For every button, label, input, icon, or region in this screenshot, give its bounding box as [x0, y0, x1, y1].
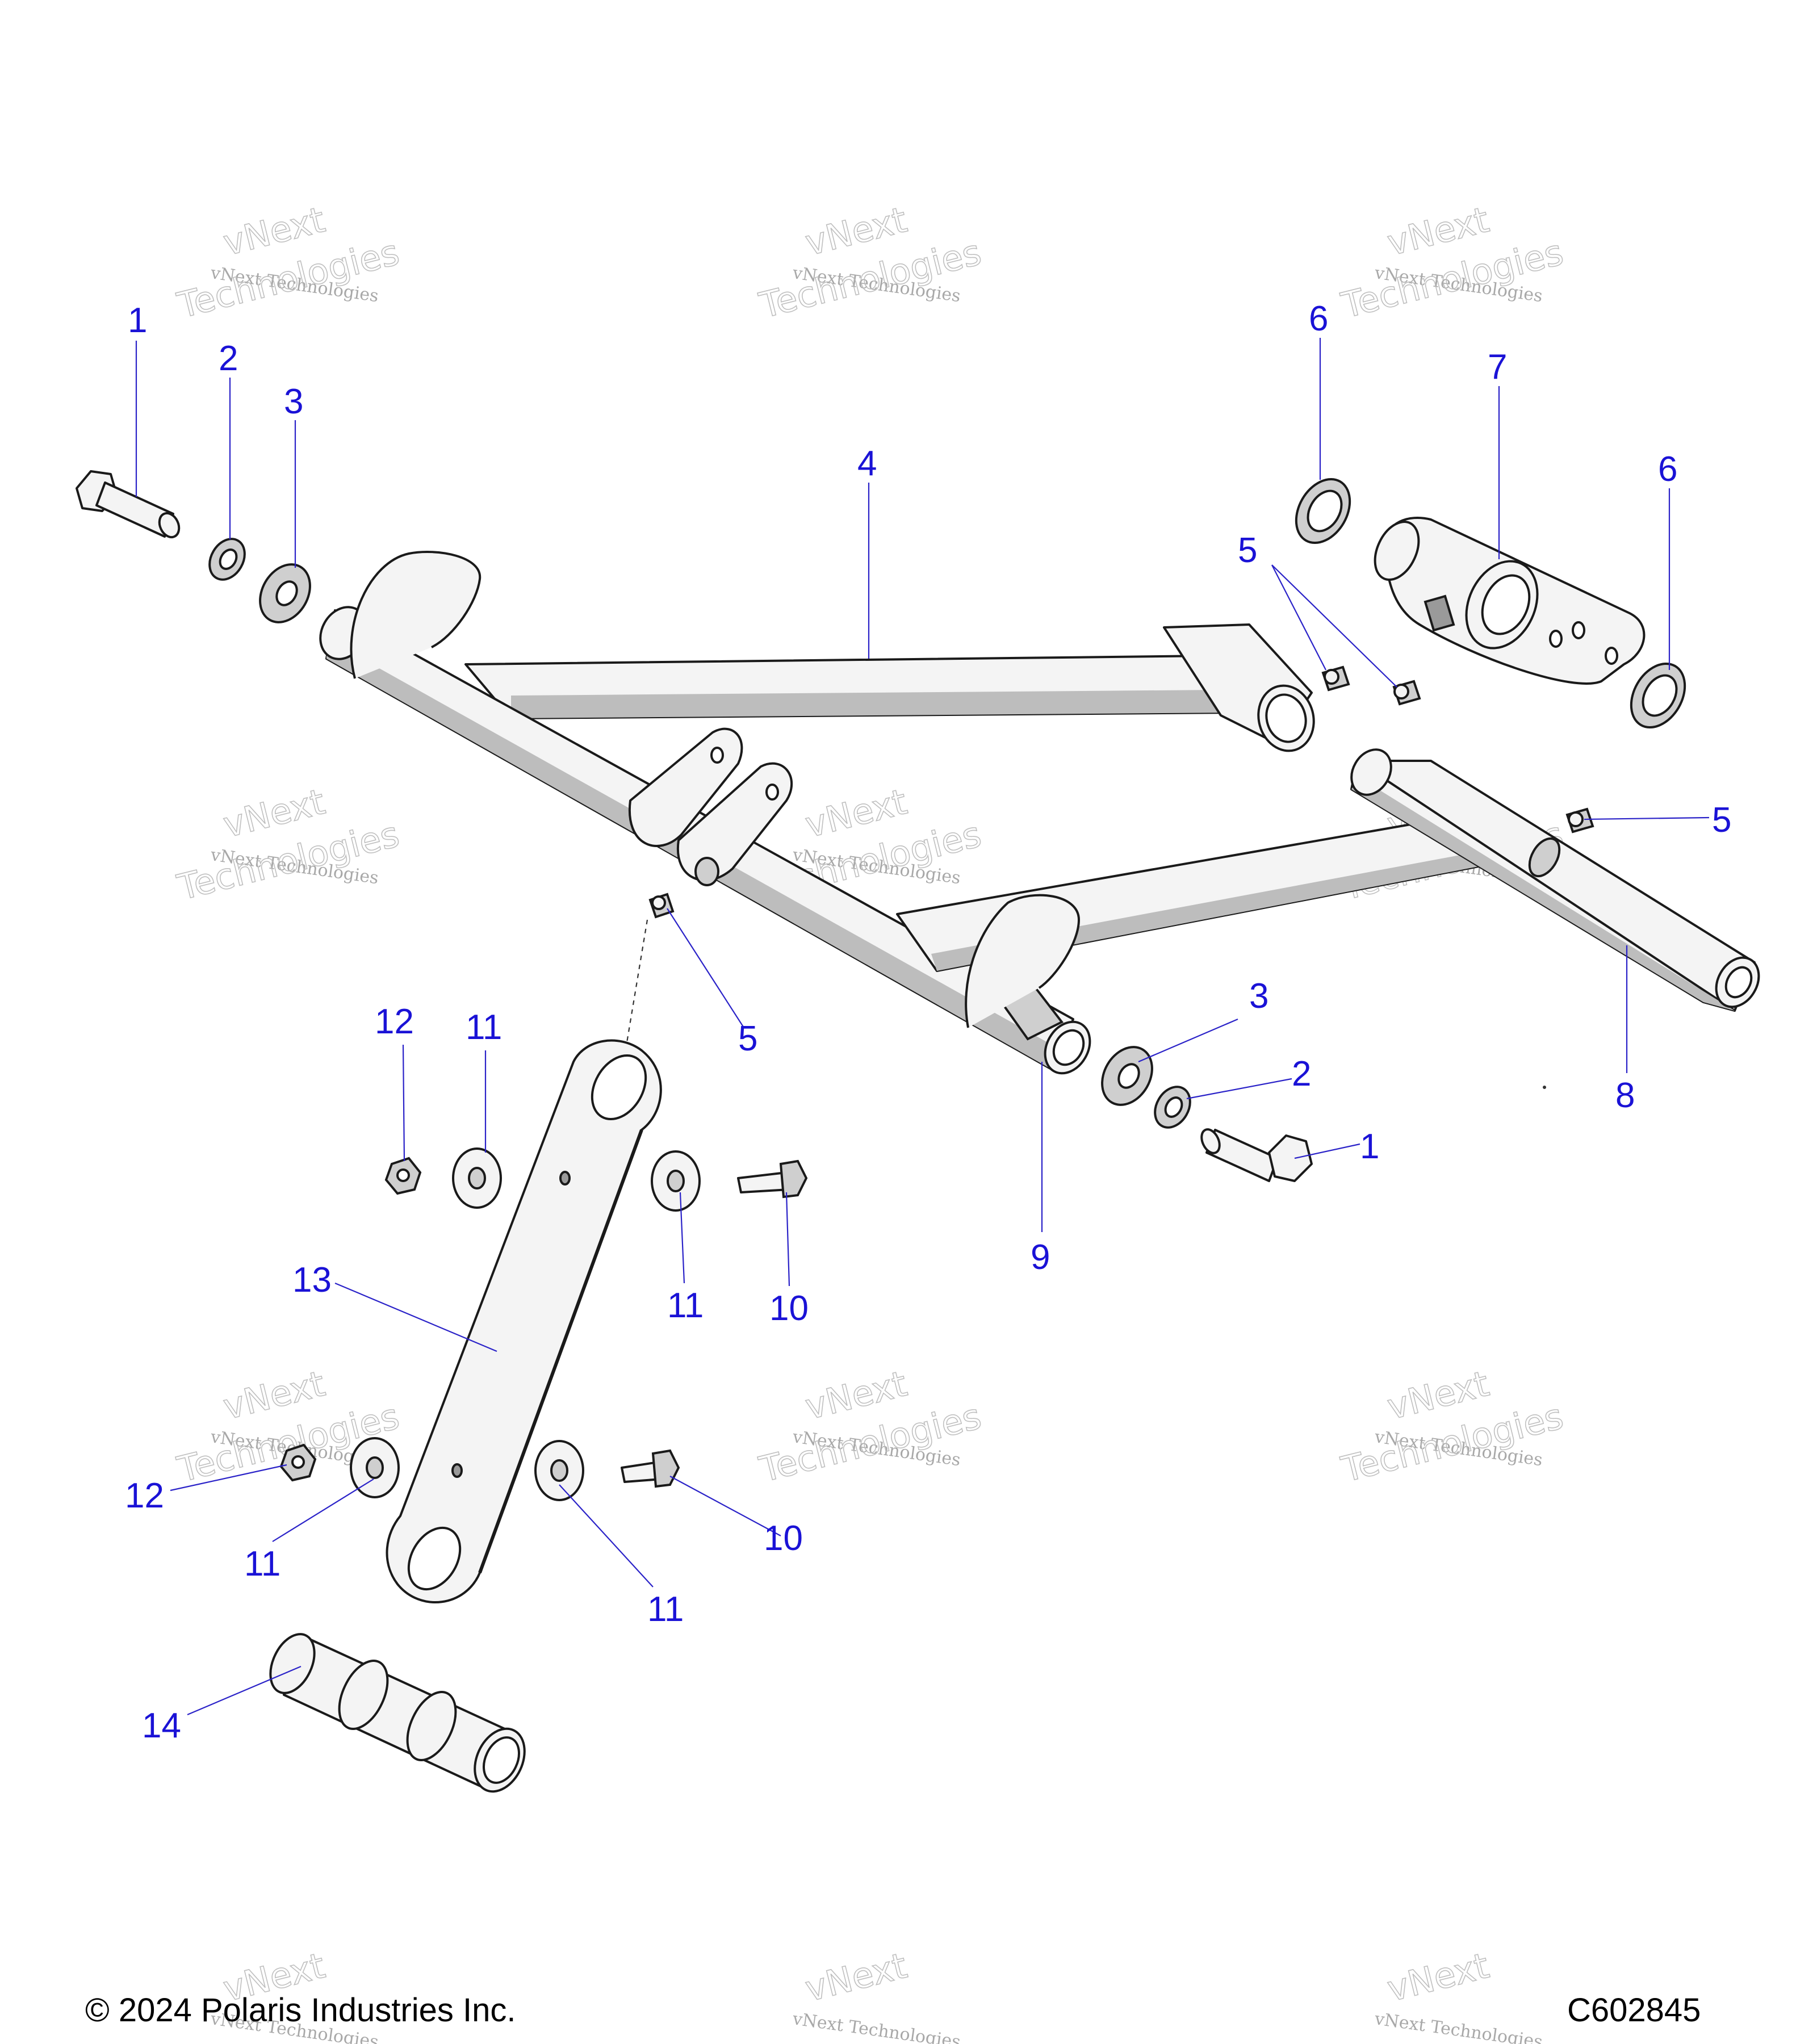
callout-5-right: 5	[1712, 801, 1731, 840]
callout-7: 7	[1488, 347, 1507, 387]
callout-11-upper-left: 11	[466, 1008, 502, 1047]
nut-upper	[384, 1157, 422, 1195]
callout-10-upper: 10	[769, 1289, 809, 1328]
lock-washer-lower-right	[1154, 1086, 1191, 1129]
callout-14: 14	[142, 1706, 181, 1745]
watermark: vNext vNext Technologies Technologies	[1337, 1362, 1568, 1490]
pivot-shaft	[1350, 748, 1760, 1012]
watermark: vNext vNext Technologies	[791, 1944, 962, 2044]
svg-text:vNext Technologies: vNext Technologies	[1373, 2009, 1544, 2044]
svg-text:vNext: vNext	[1383, 1945, 1493, 2010]
pivot-bracket	[1374, 517, 1646, 685]
callout-1-top: 1	[128, 301, 147, 340]
callout-6-lower: 6	[1658, 450, 1677, 489]
mounting-plate-left	[628, 727, 743, 847]
diagram-code: C602845	[1567, 1992, 1701, 2029]
mounting-plate-right	[676, 762, 793, 886]
bushing-washer-lower-right	[534, 1440, 584, 1501]
grease-fitting-a	[1321, 665, 1350, 692]
callout-12-lower: 12	[125, 1476, 164, 1515]
svg-text:vNext: vNext	[801, 1945, 911, 2010]
phantom-line	[623, 919, 648, 1057]
loop-bracket-right	[965, 894, 1080, 1028]
watermark: vNext vNext Technologies Technologies	[173, 198, 404, 326]
watermark: vNext vNext Technologies Technologies	[755, 1362, 986, 1490]
callout-8: 8	[1615, 1076, 1635, 1115]
lock-washer-top-left	[208, 538, 246, 581]
bushing-washer-upper-right	[651, 1150, 701, 1212]
callout-2-lower: 2	[1292, 1054, 1311, 1094]
bushing-washer-upper-left	[452, 1147, 502, 1209]
watermark: vNext vNext Technologies	[1373, 1944, 1544, 2044]
bolt-lower-right	[1200, 1128, 1313, 1182]
callout-11-lower-left: 11	[244, 1544, 280, 1584]
watermark: vNext vNext Technologies Technologies	[1337, 198, 1568, 326]
callout-1-lower: 1	[1360, 1127, 1379, 1166]
callout-2-top: 2	[219, 339, 238, 378]
grease-fitting-d	[648, 893, 675, 919]
bushing-washer-lower-left	[350, 1437, 400, 1498]
nut-lower	[279, 1443, 317, 1482]
grease-fitting-b	[1392, 680, 1421, 706]
callout-5-upper: 5	[1238, 531, 1257, 570]
callout-6-upper: 6	[1309, 299, 1328, 338]
watermark: vNext vNext Technologies Technologies	[755, 198, 986, 326]
rear-arm-upper-tube	[464, 623, 1315, 752]
stray-dot	[1543, 1086, 1546, 1089]
bushing-washer-upper	[1295, 478, 1351, 544]
callout-13: 13	[292, 1260, 332, 1300]
callout-9: 9	[1031, 1238, 1050, 1277]
callout-labels: 1 2 3 4 5 5 5 6 6 7 3 2 1 8 9 12 11 11 1…	[125, 299, 1731, 1745]
watermark: vNext vNext Technologies Technologies	[173, 780, 404, 908]
flat-washer-top-left	[259, 563, 311, 623]
callout-4: 4	[857, 444, 877, 483]
sleeve-bushing	[269, 1633, 526, 1793]
copyright-text: © 2024 Polaris Industries Inc.	[85, 1992, 516, 2029]
flat-washer-lower-right	[1101, 1046, 1153, 1106]
callout-11-lower-right: 11	[647, 1590, 684, 1629]
leader-lines	[135, 338, 1710, 1716]
svg-text:vNext Technologies: vNext Technologies	[791, 2009, 962, 2044]
bolt-top-left	[76, 470, 181, 539]
grease-fitting-c	[1565, 807, 1594, 833]
loop-bracket-left	[350, 551, 482, 679]
torque-link-arm	[386, 1039, 662, 1603]
callout-3-lower: 3	[1249, 977, 1268, 1016]
callout-11-upper-right: 11	[667, 1286, 704, 1325]
callout-12-upper: 12	[375, 1002, 414, 1041]
callout-5-center: 5	[738, 1019, 757, 1058]
callout-10-lower: 10	[764, 1519, 803, 1558]
bolt-lower	[621, 1449, 680, 1488]
bushing-washer-lower	[1630, 662, 1686, 729]
callout-3-top: 3	[284, 382, 303, 421]
bolt-upper	[737, 1159, 808, 1199]
